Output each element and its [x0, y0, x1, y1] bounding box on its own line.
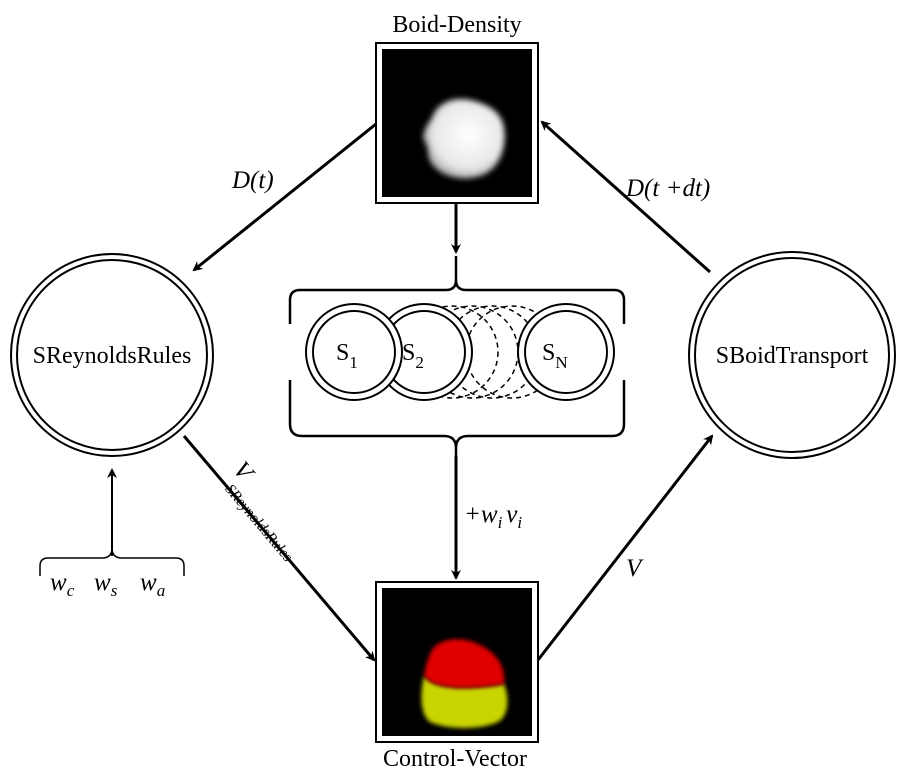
vector-yellow-region — [421, 676, 508, 728]
arrow-vector-to-transport — [536, 434, 714, 661]
edge-label-d-t: D(t) — [231, 167, 274, 194]
edge-label-v: V — [626, 555, 644, 582]
arrow-density-to-reynolds — [192, 122, 377, 272]
system-s2-node: S2 — [375, 303, 473, 401]
arrow-transport-to-density — [540, 120, 711, 274]
density-title: Boid-Density — [392, 12, 521, 38]
edge-label-v-reynolds: V SReynoldsRules — [222, 457, 296, 566]
density-blob — [423, 98, 505, 179]
control-vector-image — [375, 581, 539, 743]
reynolds-label: SReynoldsRules — [33, 343, 192, 369]
weights-brace — [39, 547, 185, 576]
top-brace — [288, 256, 626, 324]
svg-text:SReynoldsRules: SReynoldsRules — [222, 482, 296, 566]
transport-label: SBoidTransport — [716, 343, 869, 369]
system-sn-label: SN — [542, 340, 568, 372]
arrow-reynolds-to-vector — [182, 435, 376, 662]
density-image — [375, 42, 539, 204]
reynolds-node: SReynoldsRules — [10, 253, 214, 457]
control-title: Control-Vector — [383, 746, 527, 772]
vector-red-region — [424, 639, 505, 688]
weight-ws: ws — [94, 569, 118, 600]
system-s1-label: S1 — [336, 340, 358, 372]
system-s1-node: S1 — [305, 303, 403, 401]
edge-label-d-t-dt: D(t +dt) — [625, 175, 710, 202]
weight-wa: wa — [140, 569, 165, 600]
weight-wc: wc — [50, 569, 75, 600]
transport-node: SBoidTransport — [688, 251, 896, 459]
system-s2-label: S2 — [402, 340, 424, 372]
bottom-brace — [288, 380, 626, 458]
system-sn-node: SN — [517, 303, 615, 401]
